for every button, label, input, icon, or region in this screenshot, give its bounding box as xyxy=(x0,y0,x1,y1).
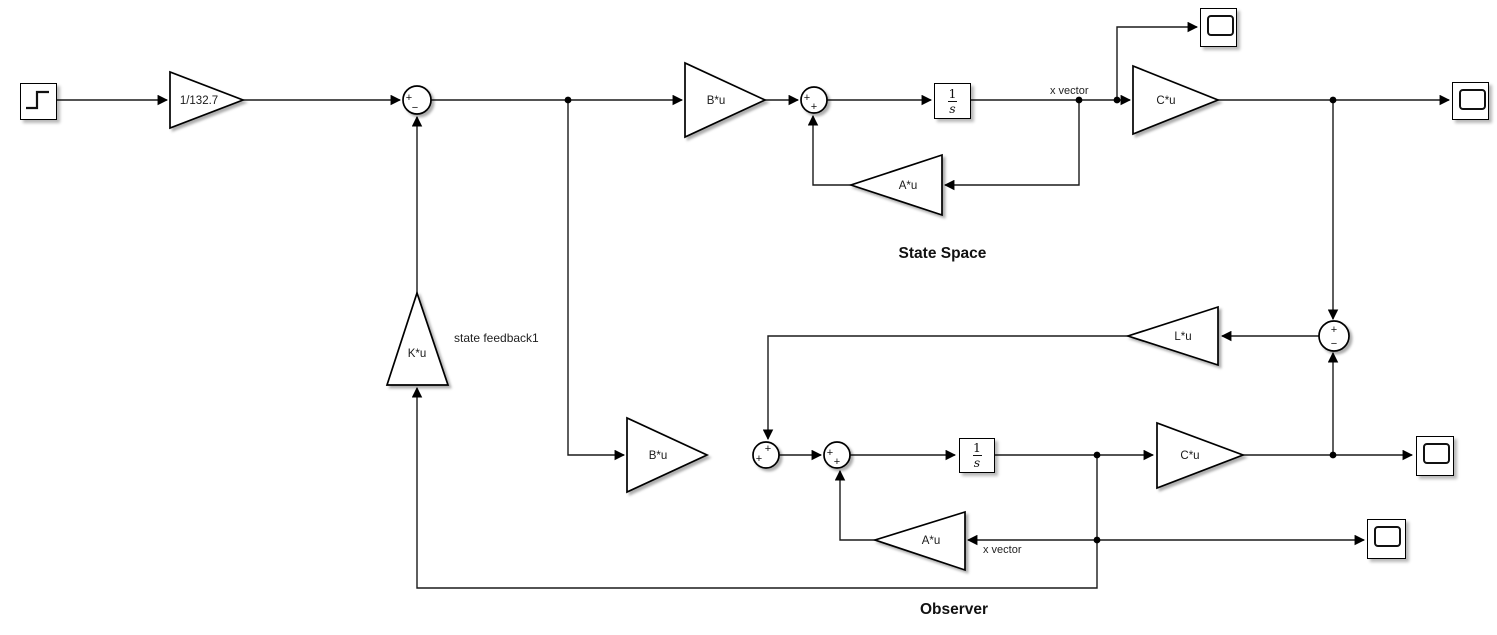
gain-c-observer-label: C*u xyxy=(1180,450,1199,462)
gain-a-plant[interactable] xyxy=(848,153,943,217)
gain-c-plant[interactable] xyxy=(1132,64,1221,136)
step-block[interactable] xyxy=(20,83,57,120)
scope-screen-icon xyxy=(1207,15,1234,36)
state-feedback-label: state feedback1 xyxy=(454,331,539,345)
sum-input-sign-plus: + xyxy=(406,92,412,104)
gain-l-observer[interactable] xyxy=(1125,305,1219,367)
gain-l-observer-label: L*u xyxy=(1174,331,1191,343)
x-vector-plant-label: x vector xyxy=(1050,85,1089,97)
sum-error-sign-top: + xyxy=(1331,324,1337,336)
fraction-bar xyxy=(948,100,957,102)
gain-b-observer-label: B*u xyxy=(649,450,668,462)
gain-a-observer[interactable] xyxy=(872,510,966,572)
gain-k-feedback-label: K*u xyxy=(408,348,427,360)
scope-screen-icon xyxy=(1374,526,1401,547)
sum-observer-a-sign-bottom: + xyxy=(834,456,840,468)
sum-observer-a-sign-left: + xyxy=(827,447,833,459)
scope-y-plant[interactable] xyxy=(1452,82,1489,120)
gain-b-plant-label: B*u xyxy=(707,95,726,107)
sum-observer-a[interactable] xyxy=(823,441,851,469)
integrator-plant-numerator: 1 xyxy=(948,85,957,101)
scope-screen-icon xyxy=(1459,89,1486,110)
state-space-title: State Space xyxy=(898,245,987,262)
sum-plant-sign-bottom: + xyxy=(811,101,817,113)
wire-branch-to-b-observer[interactable] xyxy=(567,100,626,461)
branch-dot xyxy=(1093,536,1101,544)
sum-observer-l-sign-left: + xyxy=(756,453,762,465)
wire-a-plant-to-plant-sum[interactable] xyxy=(807,114,851,186)
sum-input[interactable] xyxy=(402,85,432,115)
x-vector-observer-label: x vector xyxy=(983,544,1022,556)
gain-b-plant[interactable] xyxy=(684,61,768,139)
integrator-observer-denominator: s xyxy=(973,455,981,470)
integrator-plant[interactable]: 1 s xyxy=(934,83,971,119)
sum-plant-sign-left: + xyxy=(804,92,810,104)
integrator-observer[interactable]: 1 s xyxy=(959,438,995,473)
integrator-plant-denominator: s xyxy=(949,100,956,116)
gain-c-observer[interactable] xyxy=(1156,421,1246,490)
scope-xhat-bottom[interactable] xyxy=(1367,519,1406,559)
sum-observer-l-sign-top: + xyxy=(765,443,771,455)
wire-xhat-feedback-to-k-gain[interactable] xyxy=(411,386,1098,589)
gain-input-scale-label: 1/132.7 xyxy=(180,95,218,107)
sum-observer-l[interactable] xyxy=(752,441,780,469)
wire-l-gain-to-observer-sum[interactable] xyxy=(762,335,1128,441)
scope-y-observer[interactable] xyxy=(1416,436,1454,476)
gain-a-observer-label: A*u xyxy=(922,535,941,547)
gain-a-plant-label: A*u xyxy=(899,180,918,192)
step-icon xyxy=(26,90,49,110)
wire-xvector-to-a-plant[interactable] xyxy=(943,100,1080,191)
branch-dot xyxy=(1329,96,1337,104)
sum-error[interactable] xyxy=(1318,320,1350,352)
branch-dot xyxy=(1329,451,1337,459)
wire-branch-to-scope-top[interactable] xyxy=(1116,21,1199,100)
observer-title: Observer xyxy=(919,601,989,618)
branch-dot xyxy=(1093,451,1101,459)
sum-input-sign-minus: − xyxy=(412,102,418,114)
sum-plant[interactable] xyxy=(800,86,828,114)
gain-b-observer[interactable] xyxy=(626,416,710,494)
wire-a-observer-to-sum[interactable] xyxy=(834,469,875,541)
scope-screen-icon xyxy=(1423,443,1450,464)
gain-c-plant-label: C*u xyxy=(1156,95,1175,107)
scope-x-top[interactable] xyxy=(1200,8,1237,47)
gain-k-feedback[interactable] xyxy=(385,290,450,386)
sum-error-sign-bottom: − xyxy=(1331,338,1337,350)
integrator-observer-numerator: 1 xyxy=(973,440,981,455)
branch-dot xyxy=(1113,96,1121,104)
branch-dot xyxy=(564,96,572,104)
branch-dot xyxy=(1075,96,1083,104)
fraction-bar xyxy=(972,455,982,456)
gain-input-scale[interactable] xyxy=(169,70,246,130)
